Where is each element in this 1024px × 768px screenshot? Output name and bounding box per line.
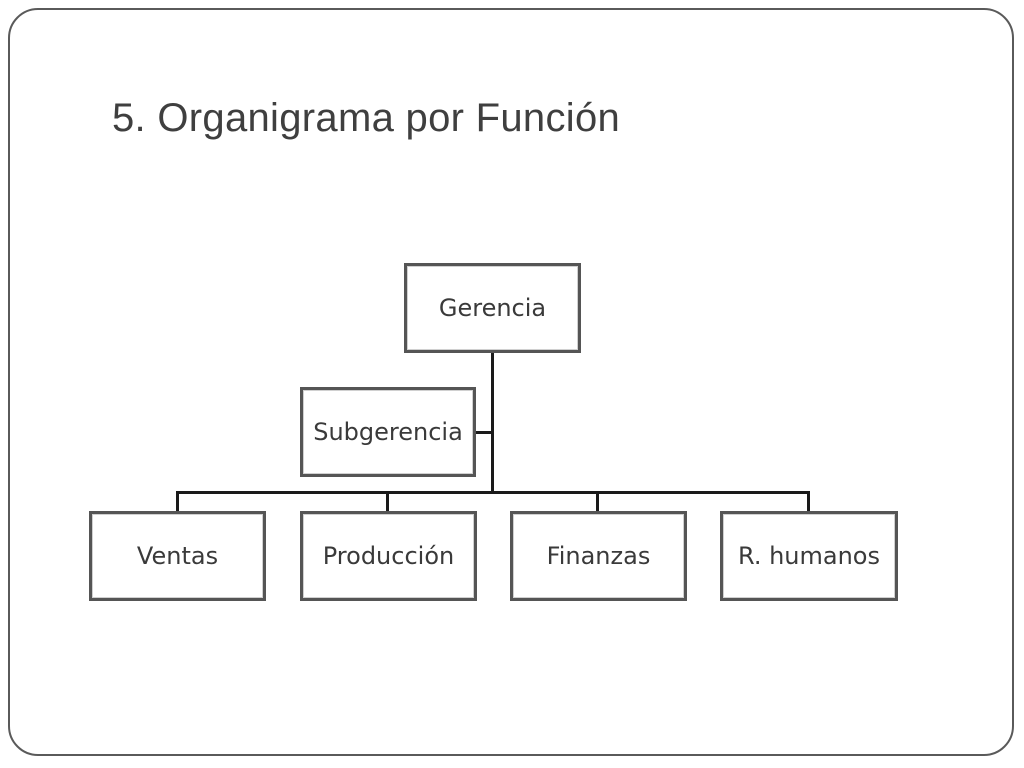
node-gerencia: Gerencia xyxy=(404,263,581,353)
connector-drop-finanzas xyxy=(596,491,599,512)
node-ventas-label: Ventas xyxy=(136,542,219,570)
node-finanzas-label: Finanzas xyxy=(546,542,651,570)
node-subgerencia: Subgerencia xyxy=(300,387,476,477)
connector-bus xyxy=(176,491,810,494)
connector-drop-rhumanos xyxy=(807,491,810,512)
node-rhumanos-label: R. humanos xyxy=(738,542,880,570)
node-ventas: Ventas xyxy=(89,511,266,601)
node-finanzas: Finanzas xyxy=(510,511,687,601)
node-produccion-label: Producción xyxy=(322,542,455,570)
connector-trunk xyxy=(491,353,494,493)
node-gerencia-label: Gerencia xyxy=(438,294,547,322)
connector-staff xyxy=(475,431,493,434)
connector-drop-produccion xyxy=(386,491,389,512)
slide-frame xyxy=(8,8,1014,756)
connector-drop-ventas xyxy=(176,491,179,512)
node-rhumanos: R. humanos xyxy=(720,511,898,601)
slide-title: 5. Organigrama por Función xyxy=(112,96,621,140)
node-produccion: Producción xyxy=(300,511,477,601)
node-subgerencia-label: Subgerencia xyxy=(313,418,463,446)
